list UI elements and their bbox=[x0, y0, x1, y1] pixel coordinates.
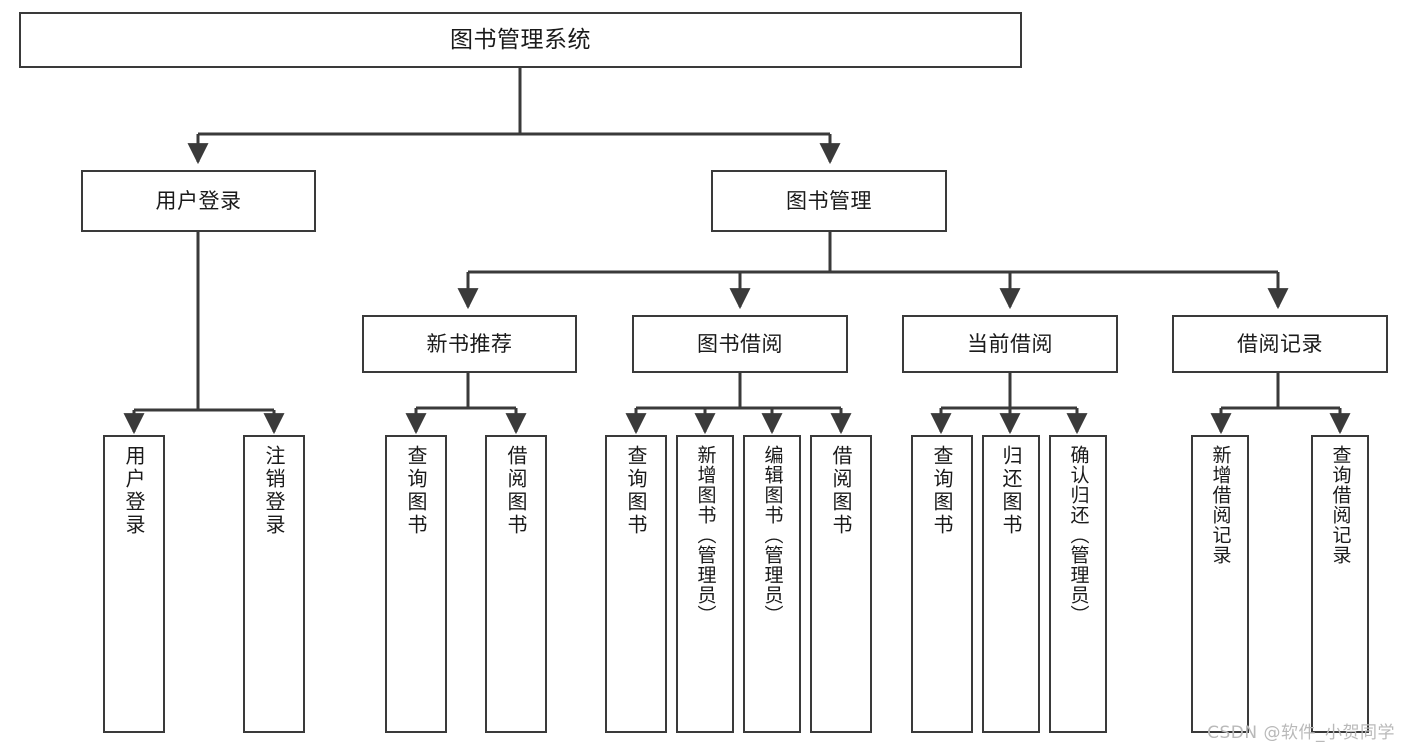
node-leaf-query-record[interactable]: 查询借阅记录 bbox=[1311, 435, 1369, 733]
node-leaf-borrow-book-2-label: 借阅图书 bbox=[829, 445, 853, 537]
node-leaf-return-book[interactable]: 归还图书 bbox=[982, 435, 1040, 733]
node-leaf-return-book-label: 归还图书 bbox=[999, 445, 1023, 537]
node-book-manage[interactable]: 图书管理 bbox=[711, 170, 947, 232]
node-current-borrow[interactable]: 当前借阅 bbox=[902, 315, 1118, 373]
node-leaf-add-record[interactable]: 新增借阅记录 bbox=[1191, 435, 1249, 733]
node-book-borrow[interactable]: 图书借阅 bbox=[632, 315, 848, 373]
node-book-manage-label: 图书管理 bbox=[786, 188, 872, 213]
node-user-login[interactable]: 用户登录 bbox=[81, 170, 316, 232]
node-leaf-edit-book[interactable]: 编辑图书（管理员） bbox=[743, 435, 801, 733]
node-leaf-query-record-label: 查询借阅记录 bbox=[1329, 445, 1352, 565]
node-leaf-add-book-label: 新增图书（管理员） bbox=[694, 445, 717, 625]
watermark-text: CSDN @软件_小贺同学 bbox=[1207, 723, 1395, 743]
node-current-borrow-label: 当前借阅 bbox=[967, 331, 1053, 356]
node-leaf-user-login-label: 用户登录 bbox=[122, 445, 146, 537]
node-leaf-logout-login-label: 注销登录 bbox=[262, 445, 286, 537]
node-leaf-borrow-book-1-label: 借阅图书 bbox=[504, 445, 528, 537]
node-leaf-add-record-label: 新增借阅记录 bbox=[1209, 445, 1232, 565]
node-leaf-add-book[interactable]: 新增图书（管理员） bbox=[676, 435, 734, 733]
node-root[interactable]: 图书管理系统 bbox=[19, 12, 1022, 68]
node-new-book-recommend[interactable]: 新书推荐 bbox=[362, 315, 577, 373]
node-leaf-query-book-2[interactable]: 查询图书 bbox=[605, 435, 667, 733]
node-leaf-user-login[interactable]: 用户登录 bbox=[103, 435, 165, 733]
node-user-login-label: 用户登录 bbox=[155, 188, 242, 213]
node-leaf-confirm-return-label: 确认归还（管理员） bbox=[1067, 445, 1090, 625]
node-borrow-record[interactable]: 借阅记录 bbox=[1172, 315, 1388, 373]
node-leaf-query-book-1-label: 查询图书 bbox=[404, 445, 428, 537]
node-leaf-edit-book-label: 编辑图书（管理员） bbox=[761, 445, 784, 625]
node-root-label: 图书管理系统 bbox=[450, 26, 591, 53]
node-leaf-confirm-return[interactable]: 确认归还（管理员） bbox=[1049, 435, 1107, 733]
node-book-borrow-label: 图书借阅 bbox=[697, 331, 783, 356]
node-leaf-borrow-book-1[interactable]: 借阅图书 bbox=[485, 435, 547, 733]
node-new-book-recommend-label: 新书推荐 bbox=[426, 331, 513, 356]
node-leaf-query-book-3[interactable]: 查询图书 bbox=[911, 435, 973, 733]
node-leaf-query-book-1[interactable]: 查询图书 bbox=[385, 435, 447, 733]
node-leaf-query-book-2-label: 查询图书 bbox=[624, 445, 648, 537]
node-leaf-borrow-book-2[interactable]: 借阅图书 bbox=[810, 435, 872, 733]
node-leaf-logout-login[interactable]: 注销登录 bbox=[243, 435, 305, 733]
node-borrow-record-label: 借阅记录 bbox=[1237, 331, 1323, 356]
node-leaf-query-book-3-label: 查询图书 bbox=[930, 445, 954, 537]
